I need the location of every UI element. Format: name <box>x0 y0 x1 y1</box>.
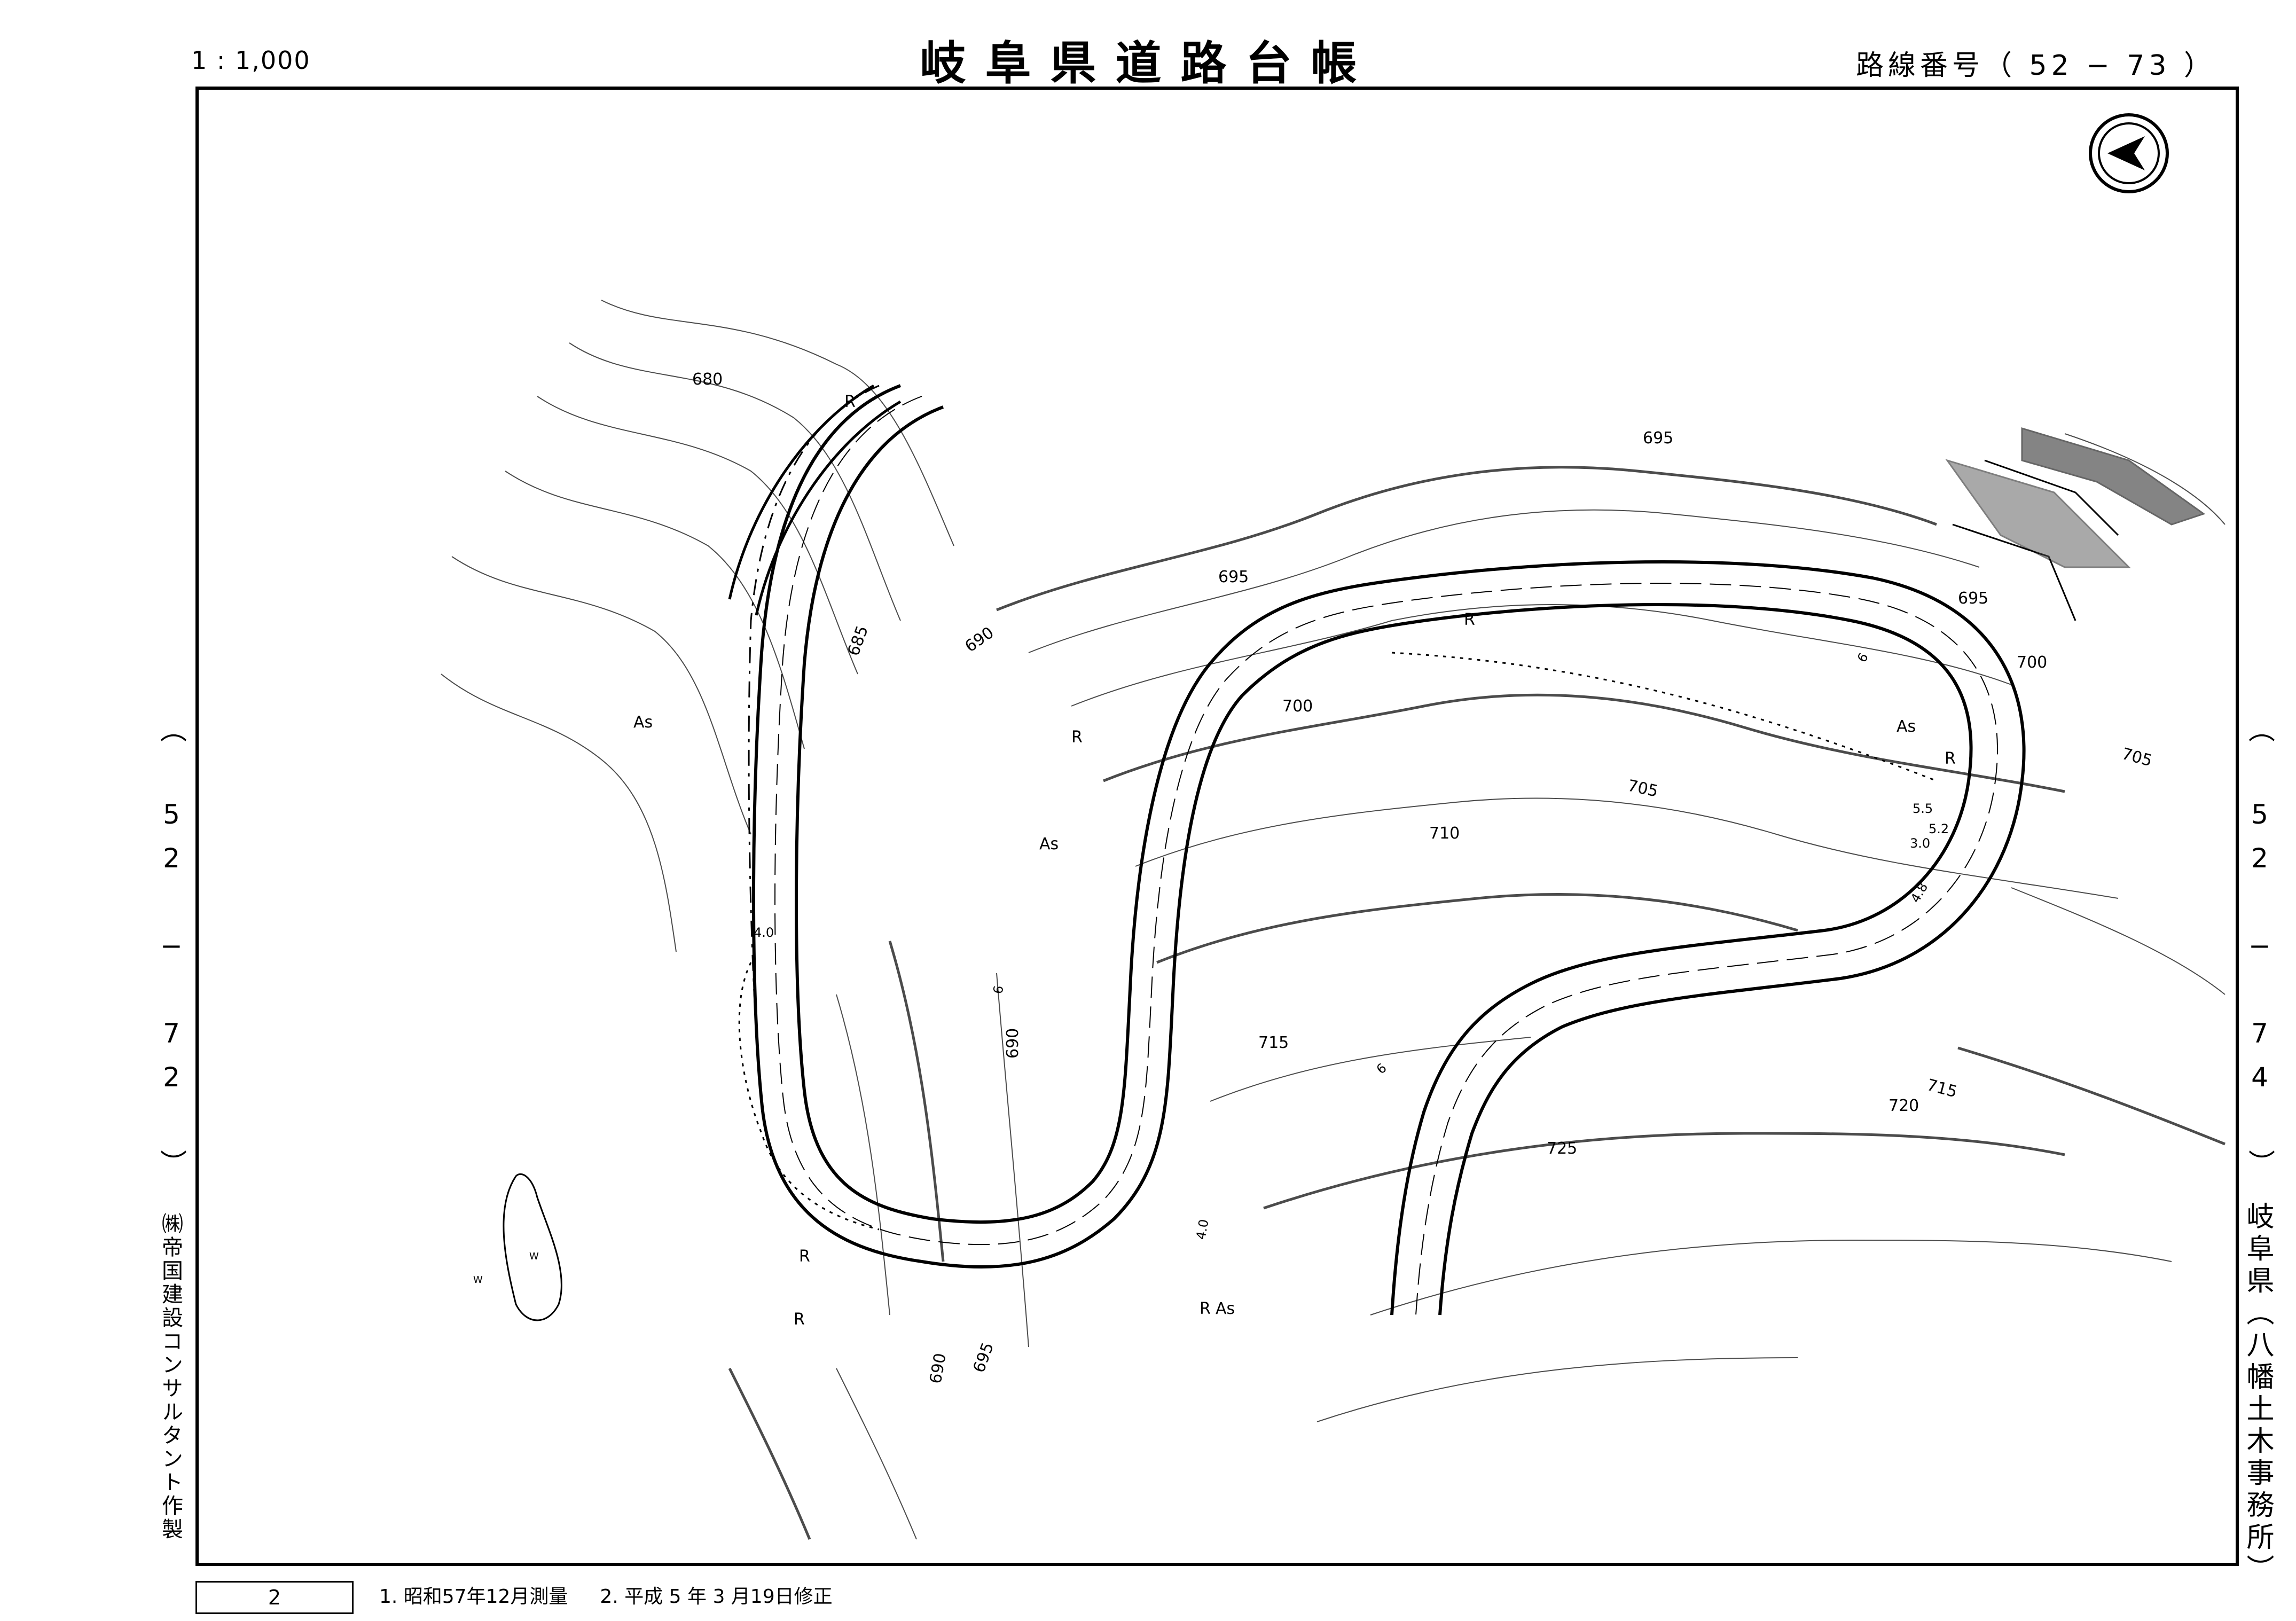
road-label: As <box>1216 1299 1235 1318</box>
contour-label: 715 <box>1925 1076 1959 1102</box>
north-arrow-icon <box>2089 113 2169 193</box>
page-number: 2 <box>195 1581 354 1614</box>
contour-label: 685 <box>844 623 872 659</box>
adjacent-sheet-left: （ 52 − 72 ） <box>156 716 187 1189</box>
contour-label: 690 <box>926 1352 950 1385</box>
contour-label: 720 <box>1888 1097 1919 1115</box>
width-label: 6 <box>1854 651 1871 665</box>
issuing-office: 岐阜県（八幡土木事務所） <box>2242 1202 2274 1586</box>
road-label: R <box>844 393 856 411</box>
map-frame: 680 685 690 690 690 695 695 695 695 700 … <box>195 87 2239 1566</box>
road-label-group: As As As As R R R R R R R <box>633 393 1956 1329</box>
road-label: R <box>1464 610 1475 629</box>
road-edges <box>752 384 2026 1315</box>
contour-label-group: 680 685 690 690 690 695 695 695 695 700 … <box>692 370 2154 1385</box>
contour-label: 715 <box>1258 1033 1289 1052</box>
width-label: 5.5 <box>1913 801 1933 816</box>
road-label: R <box>794 1310 805 1329</box>
width-label: 4.8 <box>1908 880 1931 905</box>
map-maker: ㈱帝国建設コンサルタント作製 <box>158 1212 183 1541</box>
contour-label: 710 <box>1429 824 1460 843</box>
road-label: R <box>1071 728 1083 747</box>
contour-label: 695 <box>1958 589 1988 608</box>
adjacent-sheet-right: （ 52 − 74 ） <box>2244 716 2275 1189</box>
contour-label: 695 <box>970 1340 998 1375</box>
contour-label: 700 <box>1282 697 1313 716</box>
map-border <box>195 87 2239 1566</box>
map-title: 岐阜県道路台帳 <box>920 37 1376 90</box>
contour-label: 705 <box>2120 745 2154 771</box>
width-label: 4.0 <box>754 925 774 940</box>
road-label: R <box>799 1247 810 1266</box>
contour-label: 725 <box>1547 1139 1577 1158</box>
road-label: R <box>1200 1299 1211 1318</box>
contour-label: 700 <box>2017 653 2047 672</box>
water-label-group: W W <box>473 1251 539 1286</box>
width-label: 4.0 <box>1193 1218 1211 1241</box>
hatched-areas <box>1945 427 2206 621</box>
contour-label: 690 <box>1004 1028 1022 1059</box>
header: 1 : 1,000 岐阜県道路台帳 路線番号（ 52 − 73 ） <box>0 0 2296 90</box>
revision-note: 2. 平成 5 年 3 月19日修正 <box>600 1586 833 1608</box>
width-label: 3.0 <box>1910 836 1930 851</box>
contour-label: 690 <box>962 623 998 656</box>
contour-label: 695 <box>1643 429 1673 448</box>
route-number: 路線番号（ 52 − 73 ） <box>1855 50 2216 82</box>
pond <box>503 1173 562 1321</box>
road-label: As <box>633 713 653 732</box>
width-label: 6 <box>990 984 1006 995</box>
road-upper-left <box>728 384 902 616</box>
contour-label: 695 <box>1218 568 1249 586</box>
centerline-main <box>748 385 880 1102</box>
revision-notes: 1. 昭和57年12月測量 2. 平成 5 年 3 月19日修正 <box>379 1581 833 1613</box>
water-label: W <box>473 1274 483 1286</box>
road-label: As <box>1897 717 1916 736</box>
boundary-lines <box>738 652 1937 1231</box>
water-label: W <box>529 1251 539 1262</box>
road-label: As <box>1039 835 1059 853</box>
map-scale: 1 : 1,000 <box>191 46 311 75</box>
survey-note: 1. 昭和57年12月測量 <box>379 1586 568 1608</box>
width-label-group: 4.0 4.0 4.8 5.5 5.2 3.0 6 6 6 <box>754 651 1949 1241</box>
contour-label: 680 <box>692 370 723 389</box>
width-label: 5.2 <box>1929 821 1949 836</box>
road-map: 680 685 690 690 690 695 695 695 695 700 … <box>195 87 2239 1566</box>
width-label: 6 <box>1374 1060 1390 1077</box>
contour-label: 705 <box>1626 777 1659 801</box>
contour-lines <box>441 300 2226 1540</box>
road-label: R <box>1945 749 1956 768</box>
